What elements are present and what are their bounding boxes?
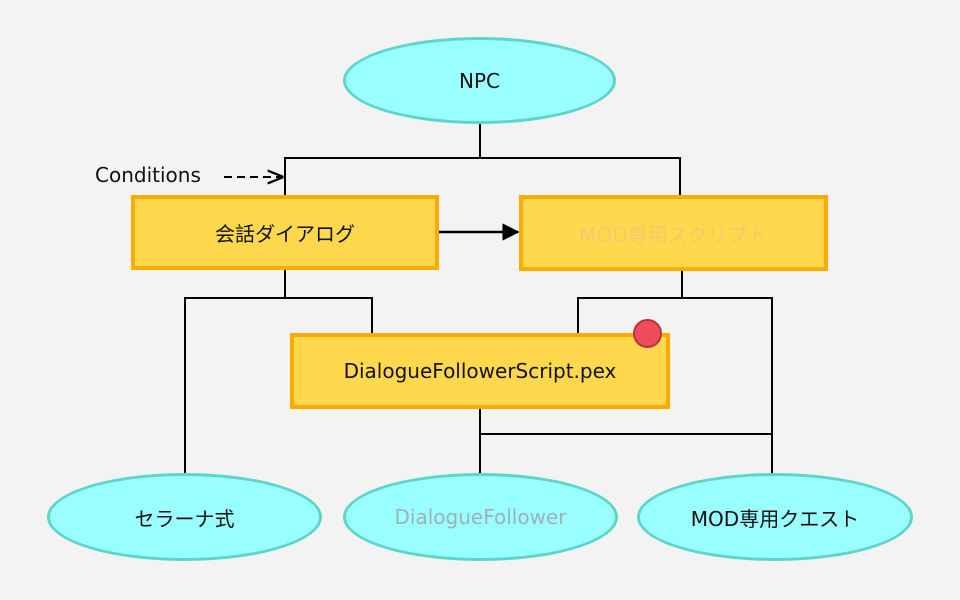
connector-modscript-split: [577, 271, 773, 474]
dialogue-node: 会話ダイアログ: [131, 195, 439, 270]
connector-scriptfile-split: [479, 407, 772, 474]
script-file-node: DialogueFollowerScript.pex: [290, 333, 670, 409]
mod-script-node-label: MOD専用スクリプト: [579, 222, 768, 247]
mod-quest-node: MOD専用クエスト: [637, 473, 913, 561]
dialogue-follower-node: DialogueFollower: [343, 473, 618, 561]
mod-quest-node-label: MOD専用クエスト: [690, 506, 860, 531]
connector-npc-split: [284, 121, 681, 196]
serana-node-label: セラーナ式: [134, 506, 235, 531]
error-marker-icon: [633, 319, 662, 348]
serana-node: セラーナ式: [47, 473, 322, 561]
script-file-node-label: DialogueFollowerScript.pex: [343, 359, 617, 383]
dialogue-follower-node-label: DialogueFollower: [394, 505, 567, 529]
npc-node-label: NPC: [459, 68, 500, 93]
connector-dialogue-split: [184, 268, 373, 474]
dialogue-node-label: 会話ダイアログ: [215, 222, 355, 246]
npc-node: NPC: [343, 37, 616, 124]
conditions-label: Conditions: [95, 163, 201, 187]
mod-script-node: MOD専用スクリプト: [519, 195, 828, 271]
